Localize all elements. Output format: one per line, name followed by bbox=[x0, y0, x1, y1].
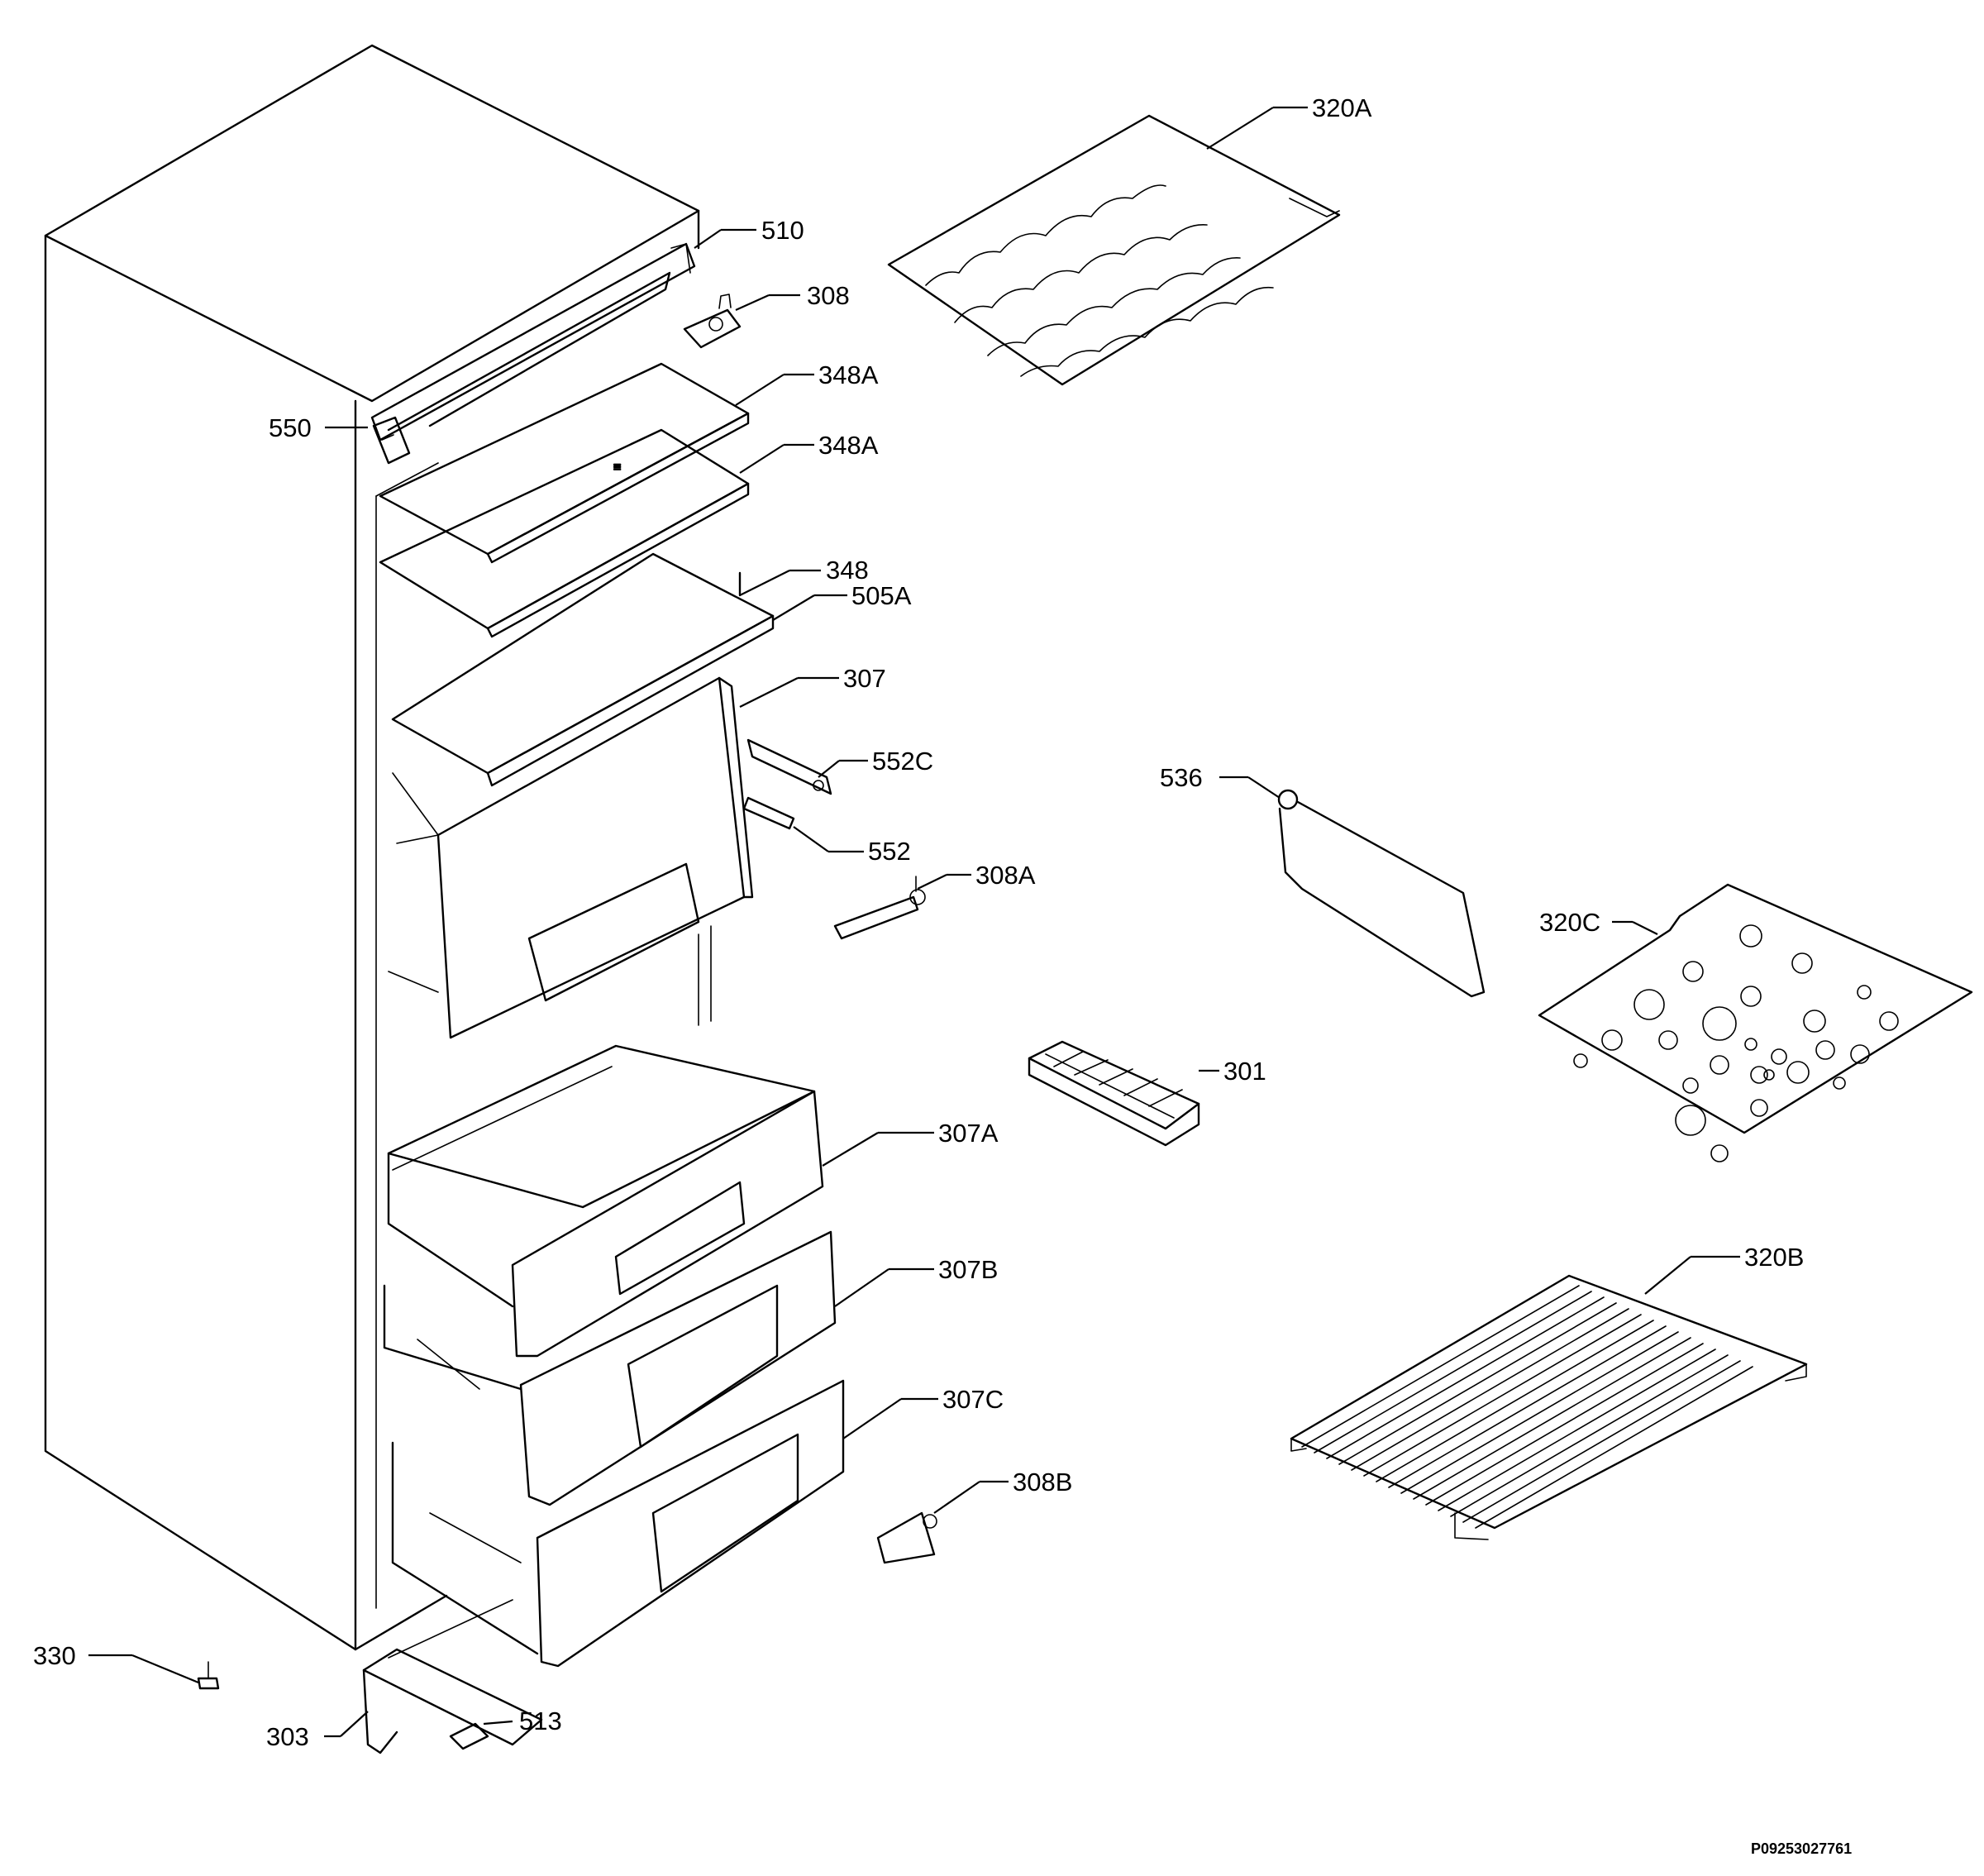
document-id: P09253027761 bbox=[1751, 1840, 1853, 1857]
callout-330: 330 bbox=[33, 1641, 76, 1670]
part-308-hinge bbox=[683, 294, 742, 349]
callout-307B: 307B bbox=[938, 1255, 998, 1284]
part-307B-drawer bbox=[383, 1230, 837, 1506]
part-308A-hinge bbox=[833, 876, 926, 940]
callout-552C: 552C bbox=[872, 747, 933, 776]
callout-513: 513 bbox=[519, 1707, 562, 1735]
part-348-shelf-lower bbox=[391, 552, 775, 787]
part-307C-drawer bbox=[391, 1379, 845, 1668]
part-320B-wire-shelf bbox=[1290, 1274, 1808, 1540]
callout-552: 552 bbox=[868, 837, 911, 866]
part-552-rail bbox=[742, 796, 795, 830]
callout-348: 348 bbox=[826, 556, 869, 585]
part-301-ice-tray bbox=[1028, 1040, 1200, 1147]
part-536-divider bbox=[1277, 789, 1486, 998]
callout-307A: 307A bbox=[938, 1119, 999, 1148]
callout-536: 536 bbox=[1160, 763, 1203, 792]
part-550-bracket bbox=[372, 416, 411, 465]
callout-labels: 510 308 348A 550 348A 348 505A 307 552C … bbox=[33, 93, 1804, 1751]
part-513-clip bbox=[449, 1722, 489, 1750]
part-308B-hinge bbox=[876, 1511, 937, 1564]
part-330-foot bbox=[197, 1661, 220, 1690]
part-348A-shelf-middle bbox=[379, 428, 750, 638]
callout-301: 301 bbox=[1223, 1057, 1266, 1086]
part-348A-shelf-upper: ≡ bbox=[379, 362, 750, 564]
callout-308B: 308B bbox=[1013, 1468, 1072, 1497]
callout-348A-upper: 348A bbox=[818, 360, 879, 389]
cabinet-body bbox=[44, 44, 700, 1651]
callout-505A: 505A bbox=[851, 581, 912, 610]
part-552C-rail bbox=[746, 738, 832, 795]
part-307A-drawer bbox=[387, 1044, 824, 1358]
callout-308A: 308A bbox=[975, 861, 1036, 890]
callout-550: 550 bbox=[269, 413, 312, 442]
part-303-plinth bbox=[362, 1599, 543, 1754]
part-307-flap bbox=[388, 676, 754, 1039]
callout-348A-middle: 348A bbox=[818, 431, 879, 460]
callout-307: 307 bbox=[843, 664, 886, 693]
callout-320C: 320C bbox=[1539, 908, 1600, 937]
callout-307C: 307C bbox=[942, 1385, 1004, 1414]
callout-308: 308 bbox=[807, 281, 850, 310]
svg-text:≡: ≡ bbox=[613, 461, 621, 475]
callout-320B: 320B bbox=[1744, 1243, 1804, 1272]
callout-510: 510 bbox=[761, 216, 804, 245]
callout-320A: 320A bbox=[1312, 93, 1372, 122]
leader-lines bbox=[88, 106, 1740, 1738]
part-320C-perforated-plate bbox=[1538, 883, 1973, 1162]
callout-303: 303 bbox=[266, 1722, 309, 1751]
part-320A-bottle-rack bbox=[887, 114, 1341, 386]
part-510-top-trim bbox=[370, 242, 696, 442]
